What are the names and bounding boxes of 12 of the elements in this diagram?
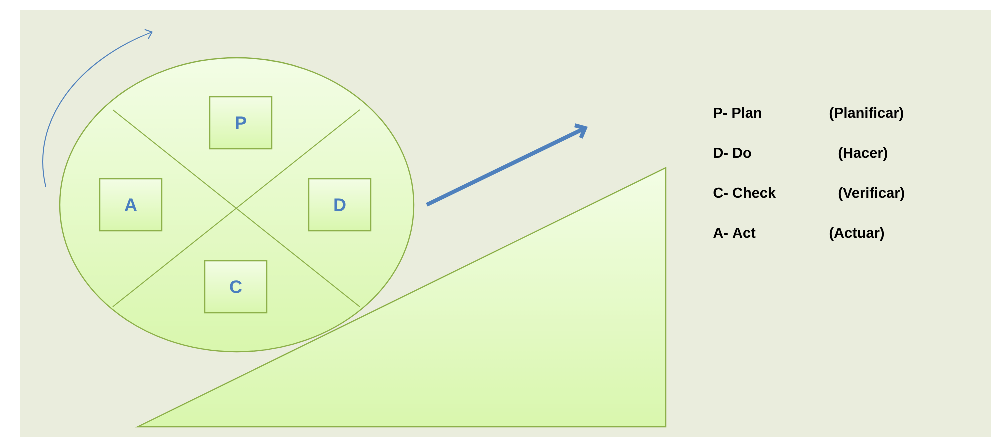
legend-text: A- Act [714,228,756,238]
letter-box: P [209,96,273,150]
legend-text: (Hacer) [838,148,888,161]
legend-text: P- Plan [714,108,762,118]
legend-text: C- Check [714,188,776,198]
legend-text: (Actuar) [830,228,884,241]
legend-text: (Planificar) [830,108,904,121]
letter-box: C [204,260,268,314]
legend-text: D- Do [714,148,752,158]
legend-text: (Verificar) [838,188,904,201]
letter-box: A [99,178,163,232]
letter-box: D [308,178,372,232]
